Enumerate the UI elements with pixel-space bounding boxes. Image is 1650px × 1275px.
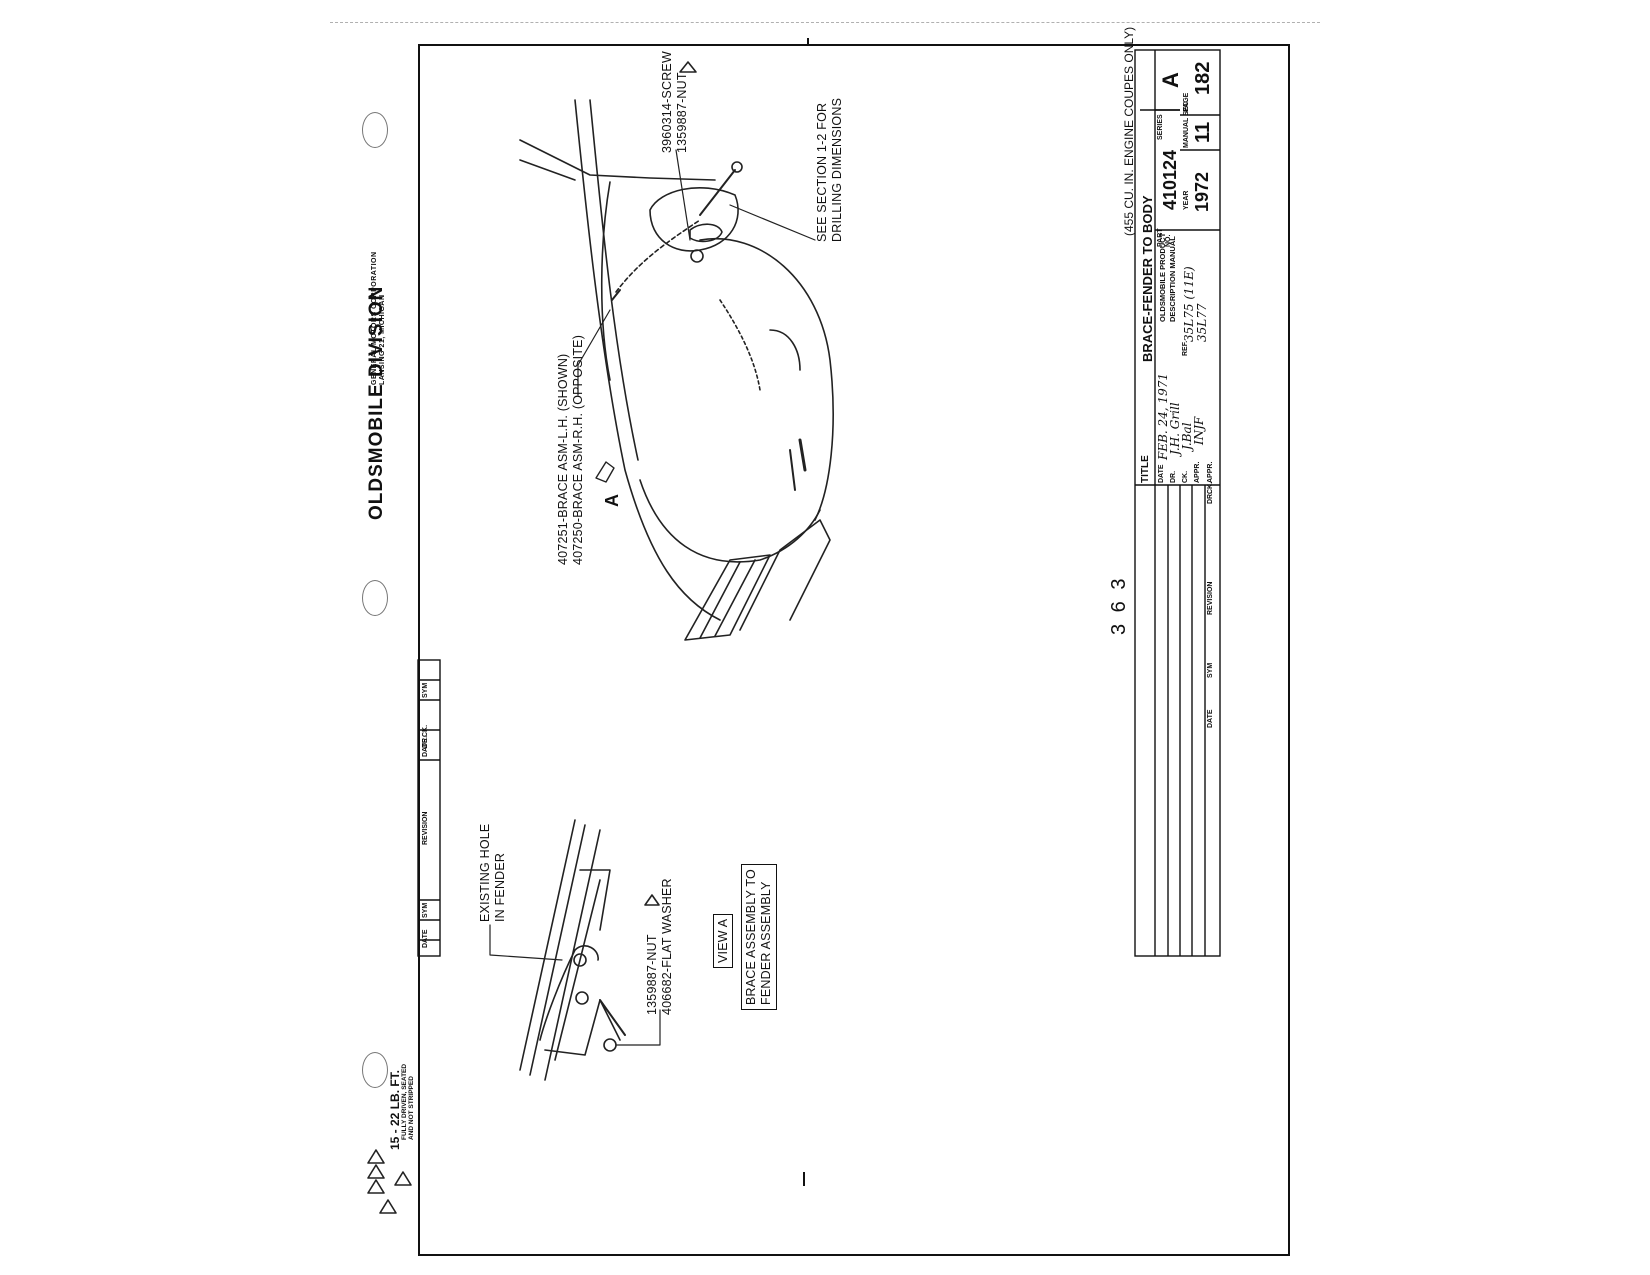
view-a-caption-box: BRACE ASSEMBLY TO FENDER ASSEMBLY [741, 864, 777, 1010]
fastener-callout: 3960314-SCREW 1359887-NUT [660, 51, 690, 153]
ck-label: CK. [1182, 470, 1189, 483]
view-a-title: VIEW A [713, 913, 733, 968]
manual-sec-value: 11 [1192, 121, 1214, 143]
appr-value: INJF [1192, 416, 1206, 445]
ref-value-line-2: 35L77 [1195, 303, 1209, 342]
section-note: SEE SECTION 1-2 FOR DRILLING DIMENSIONS [815, 98, 845, 242]
fastener-note-line-2: AND NOT STRIPPED [408, 1076, 415, 1140]
sym-label-right: SYM [1207, 662, 1214, 678]
revision-label-right: REVISION [1207, 581, 1214, 615]
page-label: PAGE [1183, 92, 1190, 112]
dr-col-label-left: DR. [422, 735, 429, 748]
section-note-line-2: DRILLING DIMENSIONS [830, 97, 844, 242]
section-note-line-1: SEE SECTION 1-2 FOR [815, 102, 829, 242]
screw-label: 3960314-SCREW [660, 51, 674, 153]
view-a-washer-label: 406682-FLAT WASHER [660, 878, 674, 1015]
part-label: PART NO. [1157, 228, 1173, 247]
view-a-marker: A [602, 494, 622, 507]
ref-label: REF. [1182, 340, 1189, 356]
brace-rh-label: 407250-BRACE ASM-R.H. (OPPOSITE) [571, 334, 585, 565]
series-label: SERIES [1157, 114, 1164, 140]
appr2-label: APPR. [1207, 461, 1214, 483]
view-a-nut-label: 1359887-NUT [645, 934, 659, 1015]
nut-label: 1359887-NUT [675, 72, 689, 153]
date-col-label-right: DATE [1207, 709, 1214, 728]
sheet-tick-top [807, 38, 809, 46]
fastener-note-line-1: FULLY DRIVEN, SEATED [401, 1063, 408, 1140]
revision-label-left: REVISION [422, 811, 429, 845]
view-a-caption-line-2: FENDER ASSEMBLY [759, 881, 773, 1005]
view-a-label: VIEW A [713, 913, 733, 968]
view-a-caption-line-1: BRACE ASSEMBLY TO [744, 869, 758, 1005]
view-a-caption: BRACE ASSEMBLY TO FENDER ASSEMBLY [741, 864, 777, 1010]
series-value: A [1158, 72, 1183, 88]
punch-hole-top [362, 112, 388, 148]
sheet-tick-bottom [803, 1172, 805, 1186]
torque-spec: 15 - 22 LB. FT. [388, 1069, 402, 1150]
date-col-label-left: DATE [422, 929, 429, 948]
sym-col-label-left-2: SYM [422, 682, 429, 698]
existing-hole-callout: EXISTING HOLE IN FENDER [478, 824, 508, 922]
drawing-title: BRACE-FENDER TO BODY [1140, 195, 1155, 362]
drawing-sheet [418, 44, 1290, 1256]
appr-label: APPR. [1194, 461, 1201, 483]
ck-col-label-right: CK. [1207, 481, 1214, 494]
brace-callout: 407251-BRACE ASM-L.H. (SHOWN) 407250-BRA… [556, 335, 586, 565]
page-value: 182 [1192, 61, 1214, 95]
sym-col-label-left: SYM [422, 902, 429, 918]
title-label: TITLE [1140, 455, 1151, 483]
scan-edge-line [330, 22, 1320, 24]
part-number: 410124 [1160, 149, 1180, 210]
drawing-subtitle: (455 CU. IN. ENGINE COUPES ONLY) [1122, 26, 1136, 236]
year-label: YEAR [1183, 190, 1190, 210]
year-value: 1972 [1192, 171, 1212, 212]
brace-lh-label: 407251-BRACE ASM-L.H. (SHOWN) [556, 353, 570, 565]
page-stamp: 3 6 3 [1108, 575, 1130, 635]
view-a-fastener-callout: 1359887-NUT 406682-FLAT WASHER [645, 878, 675, 1015]
part-label-line-1: PART [1157, 228, 1164, 247]
fastener-note: FULLY DRIVEN, SEATED AND NOT STRIPPED [401, 1064, 415, 1140]
part-label-line-2: NO. [1165, 234, 1172, 247]
dr-label: DR. [1170, 470, 1177, 483]
ref-value: 35L75 (11E) 35L77 [1182, 266, 1209, 342]
punch-hole-middle [362, 580, 388, 616]
punch-hole-bottom [362, 1052, 388, 1088]
date-label: DATE [1158, 464, 1165, 483]
existing-hole-line-1: EXISTING HOLE [478, 823, 492, 922]
existing-hole-line-2: IN FENDER [493, 852, 507, 922]
